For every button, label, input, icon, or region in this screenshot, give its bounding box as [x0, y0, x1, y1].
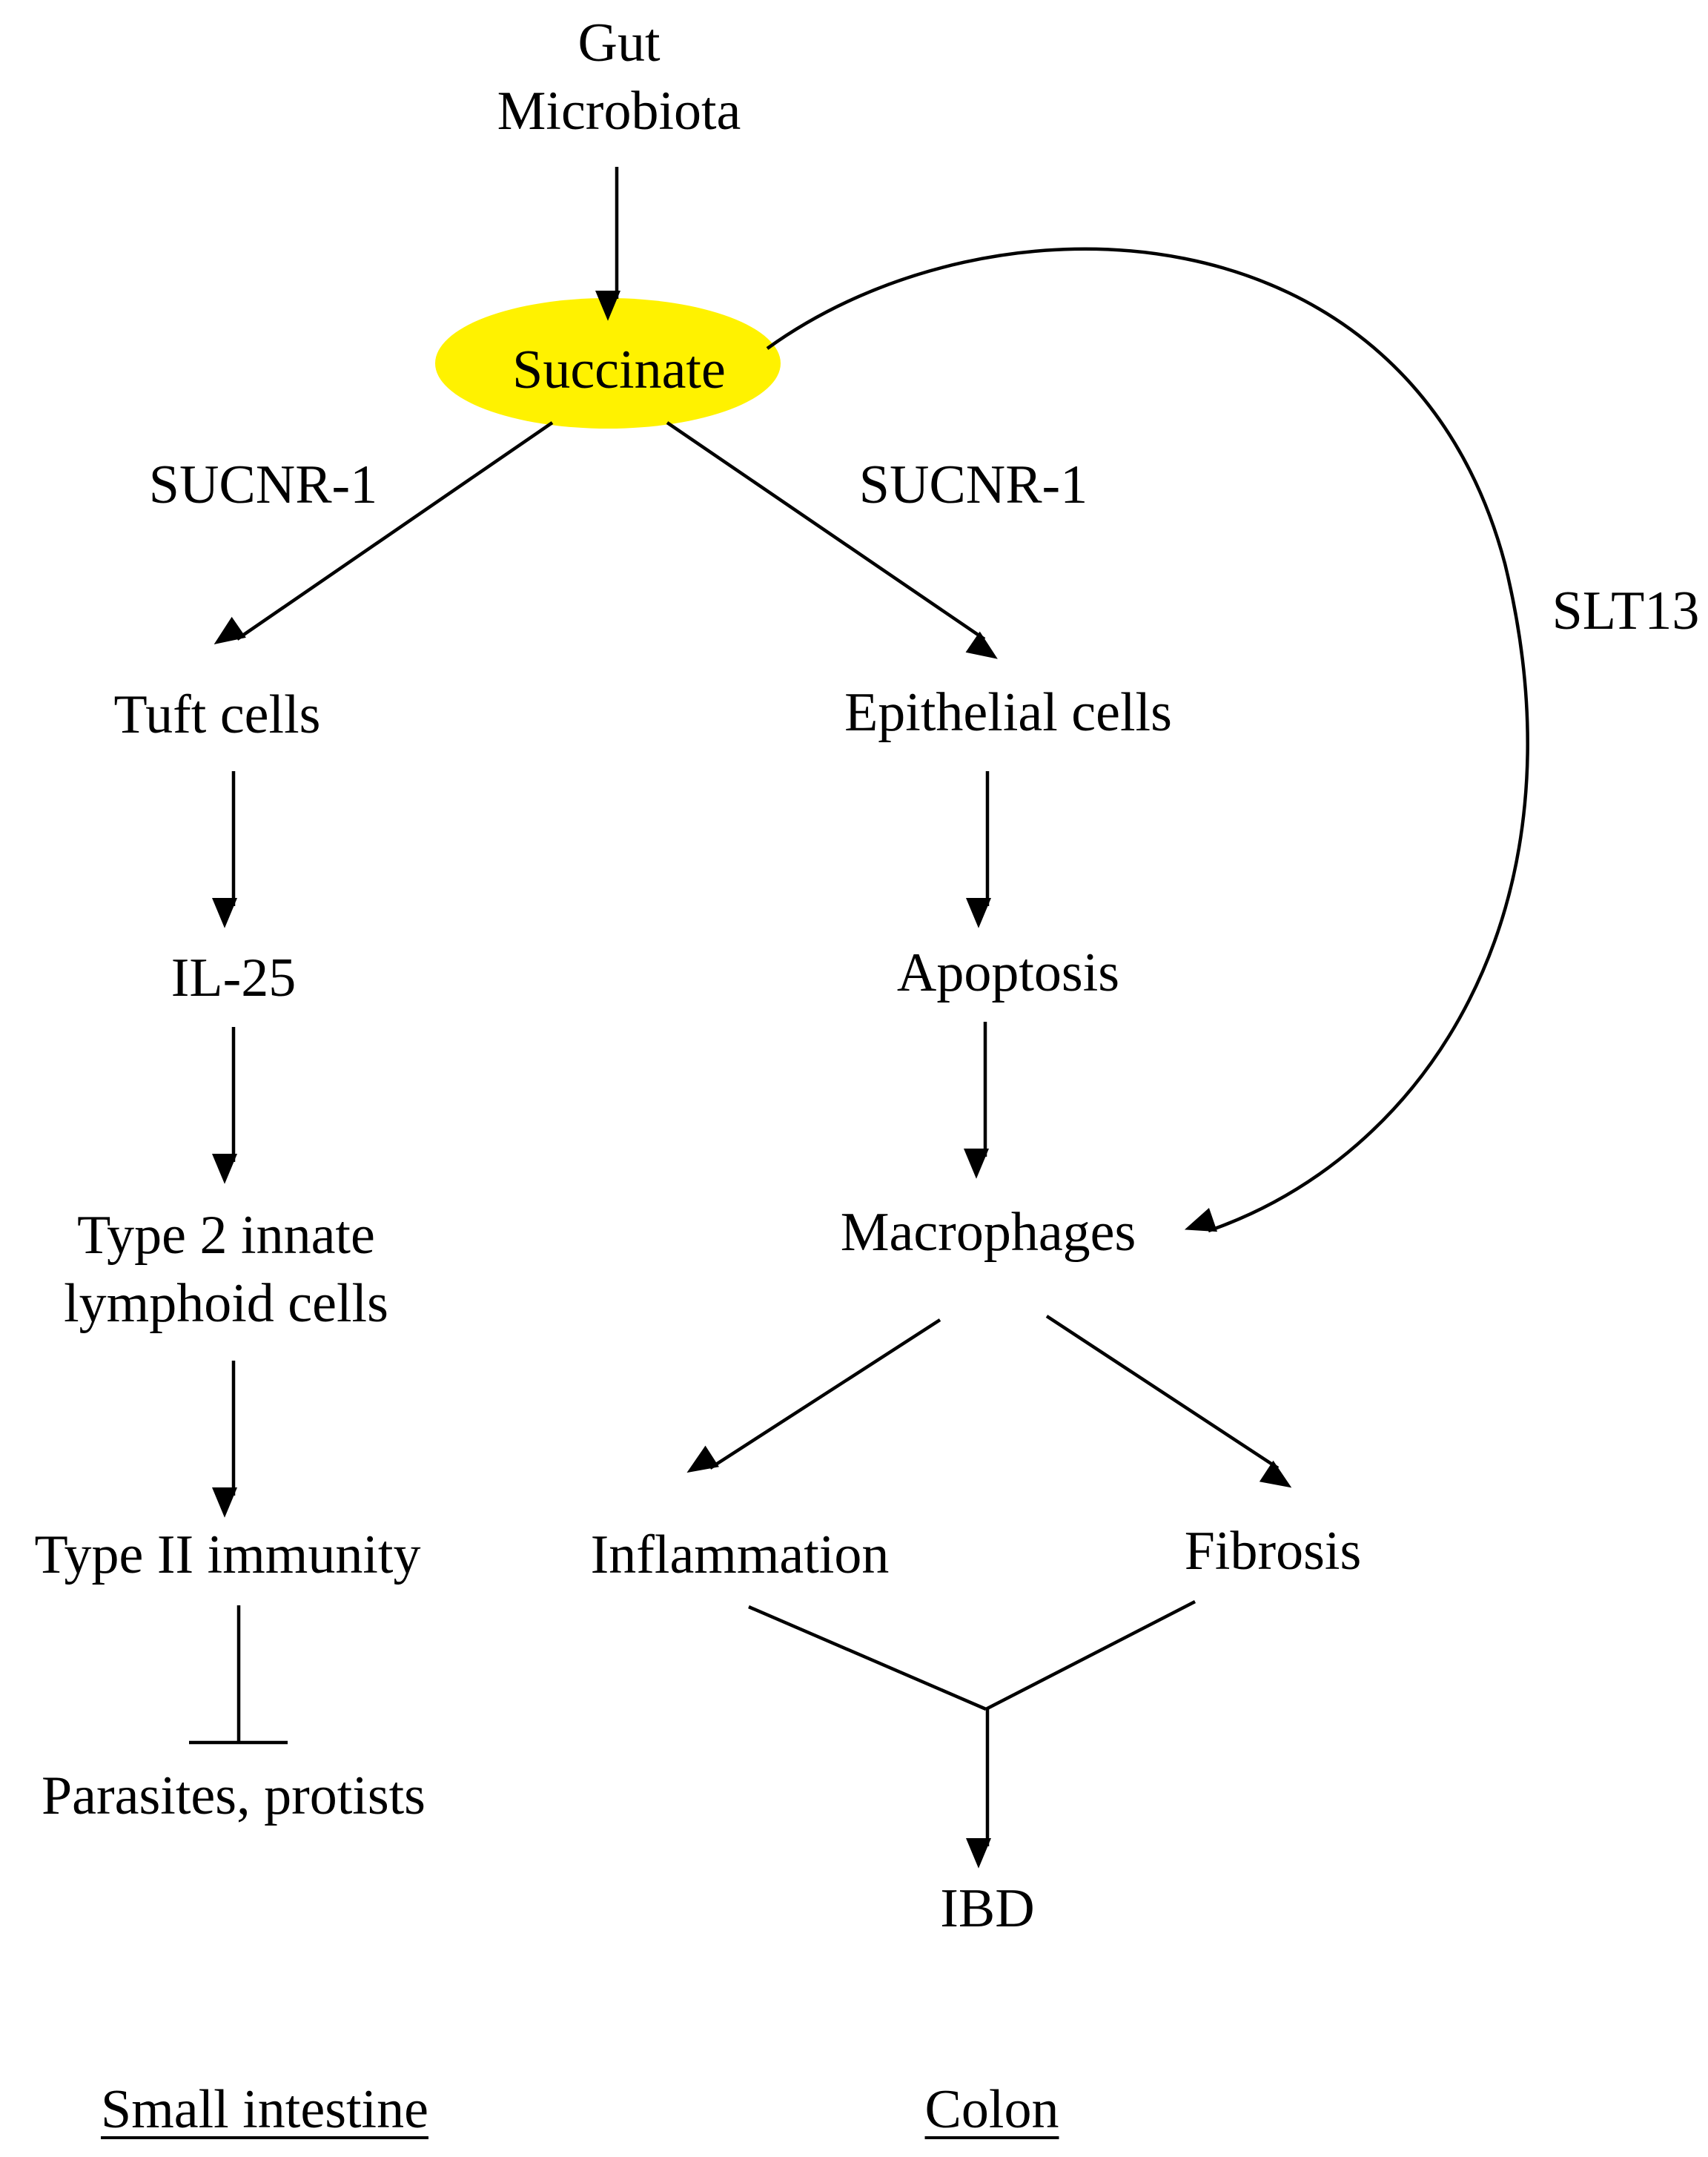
node-type2-innate-lymphoid-cells: Type 2 innate lymphoid cells: [64, 1205, 388, 1334]
arrow-succinate-to-epithelial: [666, 421, 998, 659]
node-tuft-cells: Tuft cells: [113, 684, 321, 745]
label-sucnr1-right: SUCNR-1: [858, 455, 1088, 515]
succinate-highlight: [435, 298, 781, 429]
node-gut-microbiota: Gut Microbiota: [497, 13, 741, 142]
node-ibd: IBD: [940, 1878, 1035, 1939]
arrow-macrophages-to-fibrosis: [1045, 1315, 1292, 1488]
label-sucnr1-left: SUCNR-1: [148, 455, 378, 515]
node-fibrosis: Fibrosis: [1184, 1521, 1362, 1582]
node-inflammation: Inflammation: [590, 1525, 890, 1585]
line-inflammation-to-junction: [748, 1605, 987, 1711]
node-il25: IL-25: [171, 948, 297, 1008]
label-slt13: SLT13: [1552, 581, 1700, 641]
region-label-colon: Colon: [924, 2079, 1059, 2140]
arrow-macrophages-to-inflammation: [686, 1318, 941, 1473]
node-epithelial-cells: Epithelial cells: [844, 682, 1172, 743]
arrow-succinate-to-tuft: [214, 421, 554, 644]
arrow-succinate-to-macrophages-slt13: [766, 247, 1529, 1233]
node-parasites-protists: Parasites, protists: [42, 1765, 426, 1826]
node-apoptosis: Apoptosis: [896, 942, 1120, 1003]
node-macrophages: Macrophages: [840, 1202, 1136, 1263]
node-type2-immunity: Type II immunity: [34, 1525, 421, 1585]
line-fibrosis-to-junction: [984, 1599, 1196, 1711]
node-succinate: Succinate: [512, 340, 726, 400]
region-label-small-intestine: Small intestine: [101, 2079, 428, 2140]
